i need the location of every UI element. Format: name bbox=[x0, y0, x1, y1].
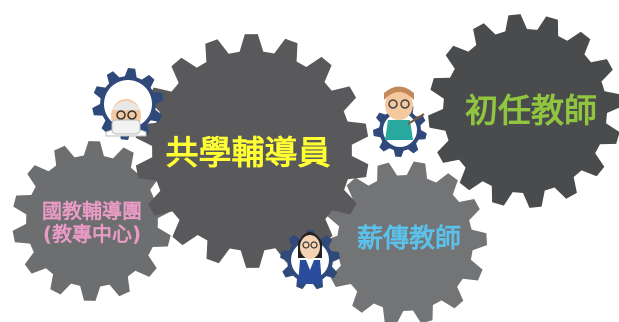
young-teacher-avatar-icon bbox=[384, 86, 425, 140]
novice-teacher-gear bbox=[428, 14, 619, 208]
counseling-group-line2: (教專中心) bbox=[42, 222, 142, 246]
mentor-teacher-gear bbox=[323, 161, 487, 322]
co-learning-counselor-gear bbox=[135, 34, 369, 268]
co-learning-counselor-label: 共學輔導員 bbox=[165, 133, 331, 172]
novice-teacher-label: 初任教師 bbox=[465, 91, 597, 130]
national-education-counseling-group-label: 國教輔導團 (教專中心) bbox=[24, 200, 160, 246]
national-education-counseling-group-gear bbox=[12, 141, 172, 301]
mentor-teacher-label: 薪傳教師 bbox=[356, 224, 461, 254]
female-teacher-avatar-icon bbox=[298, 232, 322, 284]
elderly-teacher-avatar-icon bbox=[105, 99, 147, 137]
counseling-group-line1: 國教輔導團 bbox=[42, 199, 142, 223]
